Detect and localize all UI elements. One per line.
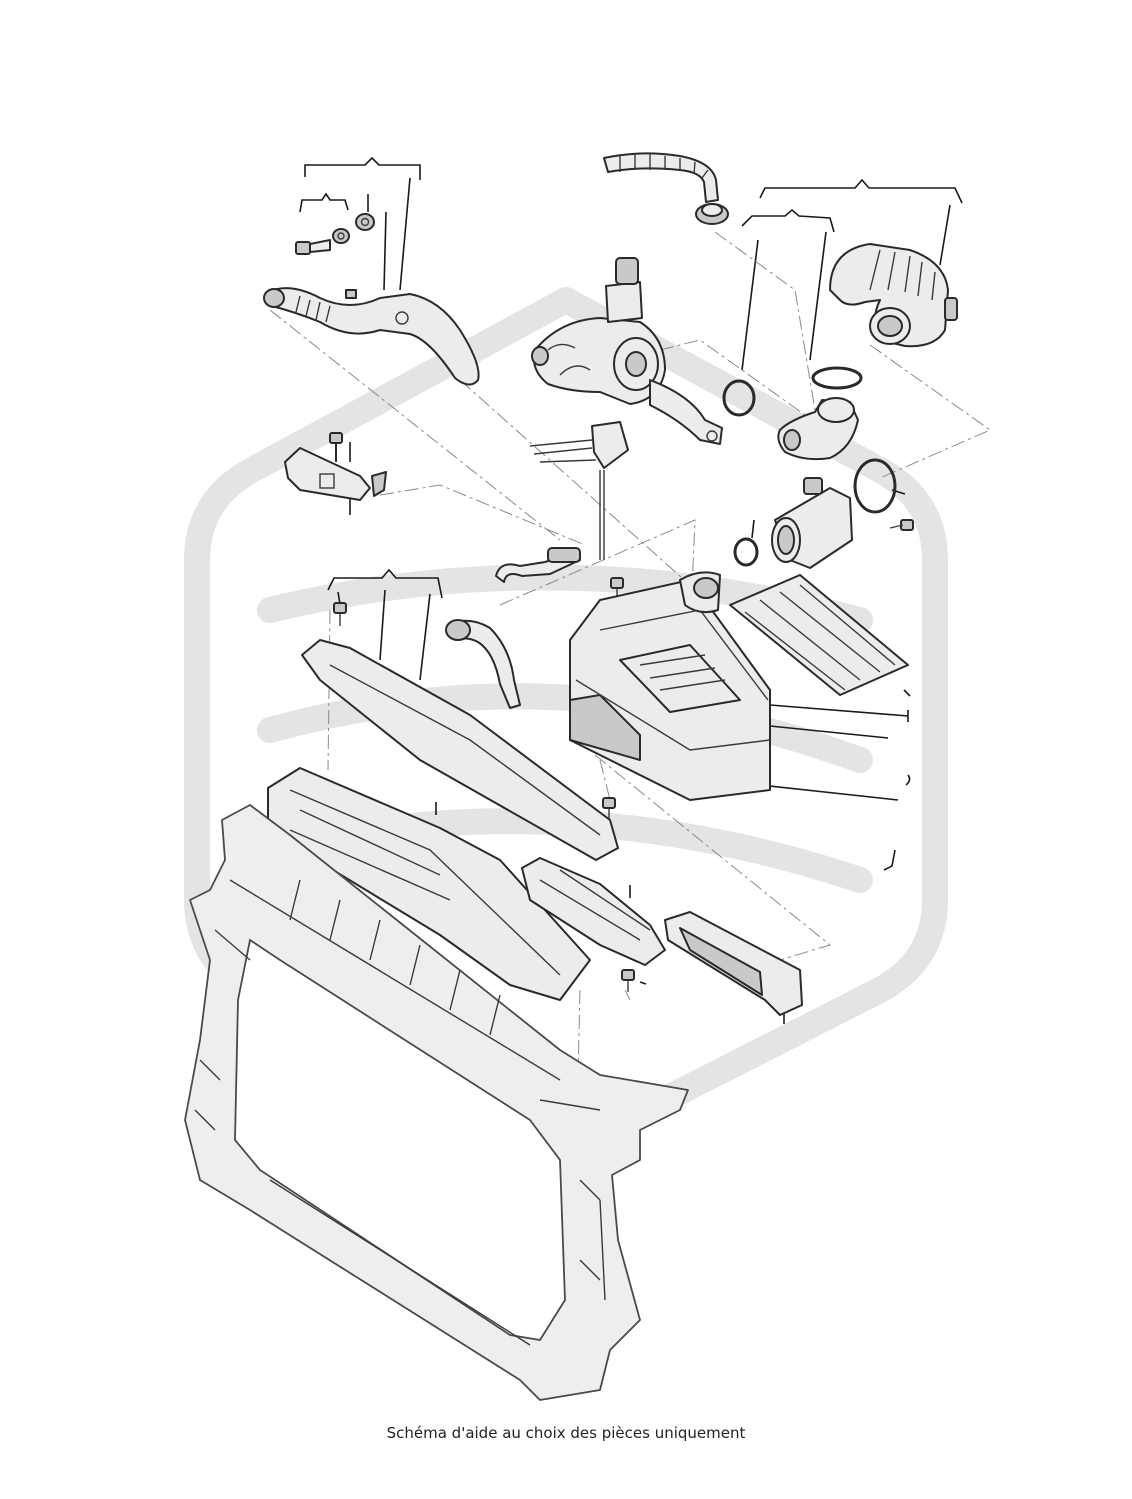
bolt-icon	[602, 797, 616, 820]
seals-and-clamps	[722, 366, 897, 567]
front-end-carrier	[184, 804, 689, 1401]
intake-hose	[263, 287, 480, 386]
o-ring-icon	[722, 379, 756, 417]
air-filter-element	[729, 574, 909, 696]
resonator	[521, 857, 666, 966]
boost-hose	[829, 243, 958, 348]
bolt-icon	[889, 519, 914, 531]
diagram-caption: Schéma d'aide au choix des pièces unique…	[386, 1424, 746, 1442]
hardware	[295, 213, 914, 992]
turbocharger	[531, 257, 723, 445]
intake-duct-cover	[301, 639, 619, 861]
vacuum-valve	[495, 421, 629, 583]
assembly-lines	[269, 231, 992, 1161]
mounting-bracket	[284, 447, 387, 501]
elbow-connector	[777, 397, 859, 461]
leader-brackets	[299, 156, 963, 1024]
bolt-icon	[329, 432, 343, 462]
bolt-icon	[333, 602, 347, 626]
bolt-icon	[295, 239, 331, 255]
bolt-icon	[621, 969, 635, 992]
o-ring-icon	[733, 537, 759, 567]
bolt-icon	[610, 577, 624, 600]
inlet-funnel	[664, 911, 803, 1016]
clamp-icon	[811, 366, 863, 390]
drain-hose	[445, 619, 521, 709]
nut-icon	[332, 228, 350, 244]
breather-hose	[603, 152, 729, 225]
air-filter-housing	[569, 571, 771, 801]
mass-air-flow-sensor	[771, 477, 853, 569]
clamp-icon	[853, 458, 897, 514]
nut-icon	[355, 213, 375, 231]
